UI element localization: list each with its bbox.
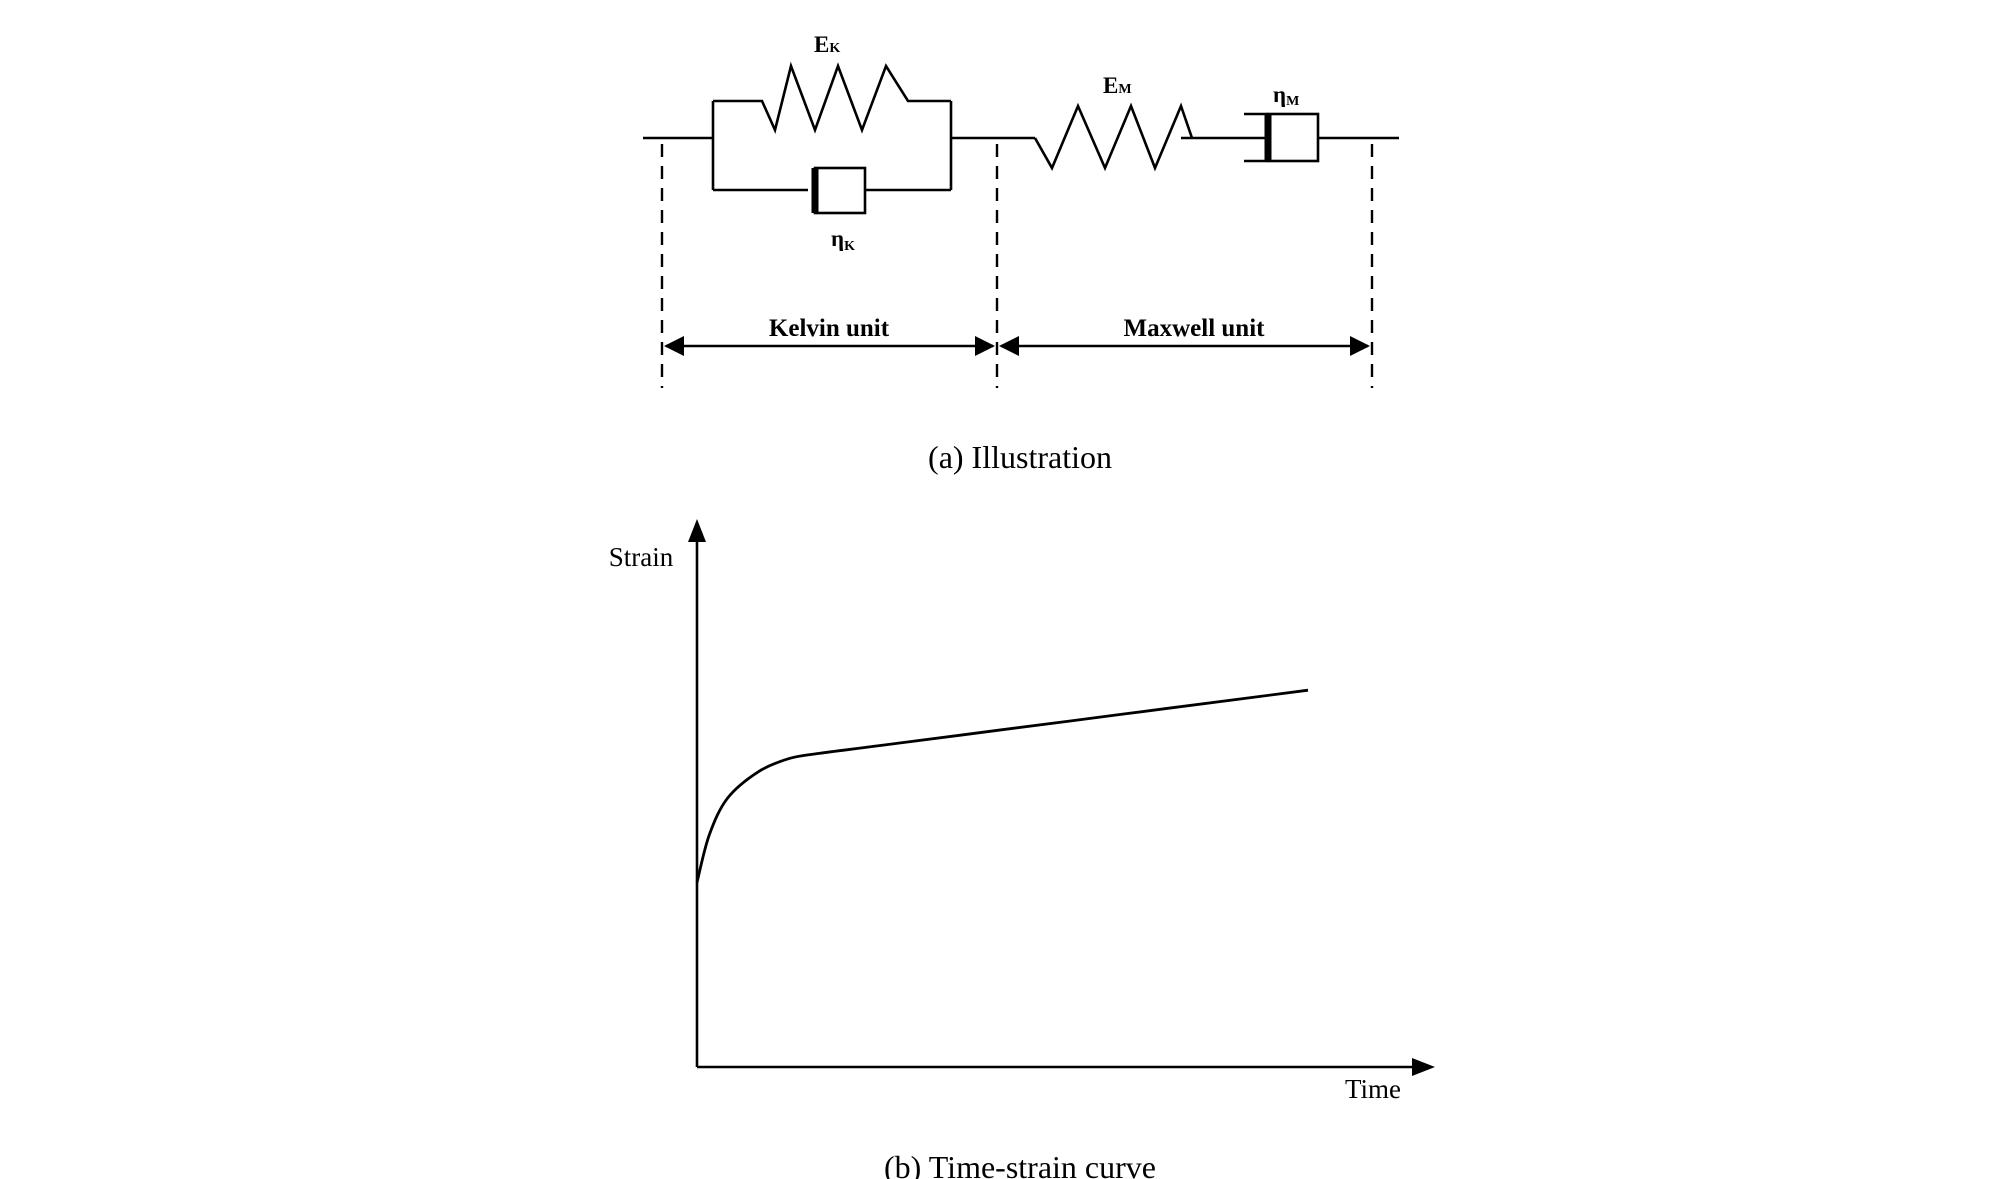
damper-kelvin-label: ηK xyxy=(831,226,855,254)
damper-maxwell-label: ηM xyxy=(1273,82,1299,109)
y-axis-arrowhead xyxy=(688,519,706,542)
maxwell-unit-label: Maxwell unit xyxy=(1124,315,1266,342)
strain-curve-line xyxy=(695,688,1309,883)
maxwell-dimension-arrow xyxy=(999,336,1370,356)
kelvin-spring xyxy=(713,61,951,134)
kelvin-dimension-arrow xyxy=(664,336,995,356)
x-axis-label: Time xyxy=(1345,1074,1401,1104)
kelvin-unit-label: Kelvin unit xyxy=(769,315,890,342)
maxwell-unit xyxy=(1033,102,1399,172)
panel-a-illustration: EK ηK EM ηM Kelvin unit Maxwell unit (a)… xyxy=(643,32,1399,475)
maxwell-spring xyxy=(1033,102,1194,172)
panel-b-chart: Strain Time (b) Time-strain curve xyxy=(609,519,1435,1179)
y-axis-label: Strain xyxy=(609,542,674,572)
panel-a-caption: (a) Illustration xyxy=(928,439,1112,475)
x-axis-arrowhead xyxy=(1412,1058,1435,1076)
spring-maxwell-label: EM xyxy=(1103,73,1132,98)
kelvin-damper xyxy=(713,166,951,215)
panel-b-caption: (b) Time-strain curve xyxy=(884,1149,1156,1179)
kelvin-unit xyxy=(711,61,953,215)
spring-kelvin-label: EK xyxy=(814,32,840,57)
